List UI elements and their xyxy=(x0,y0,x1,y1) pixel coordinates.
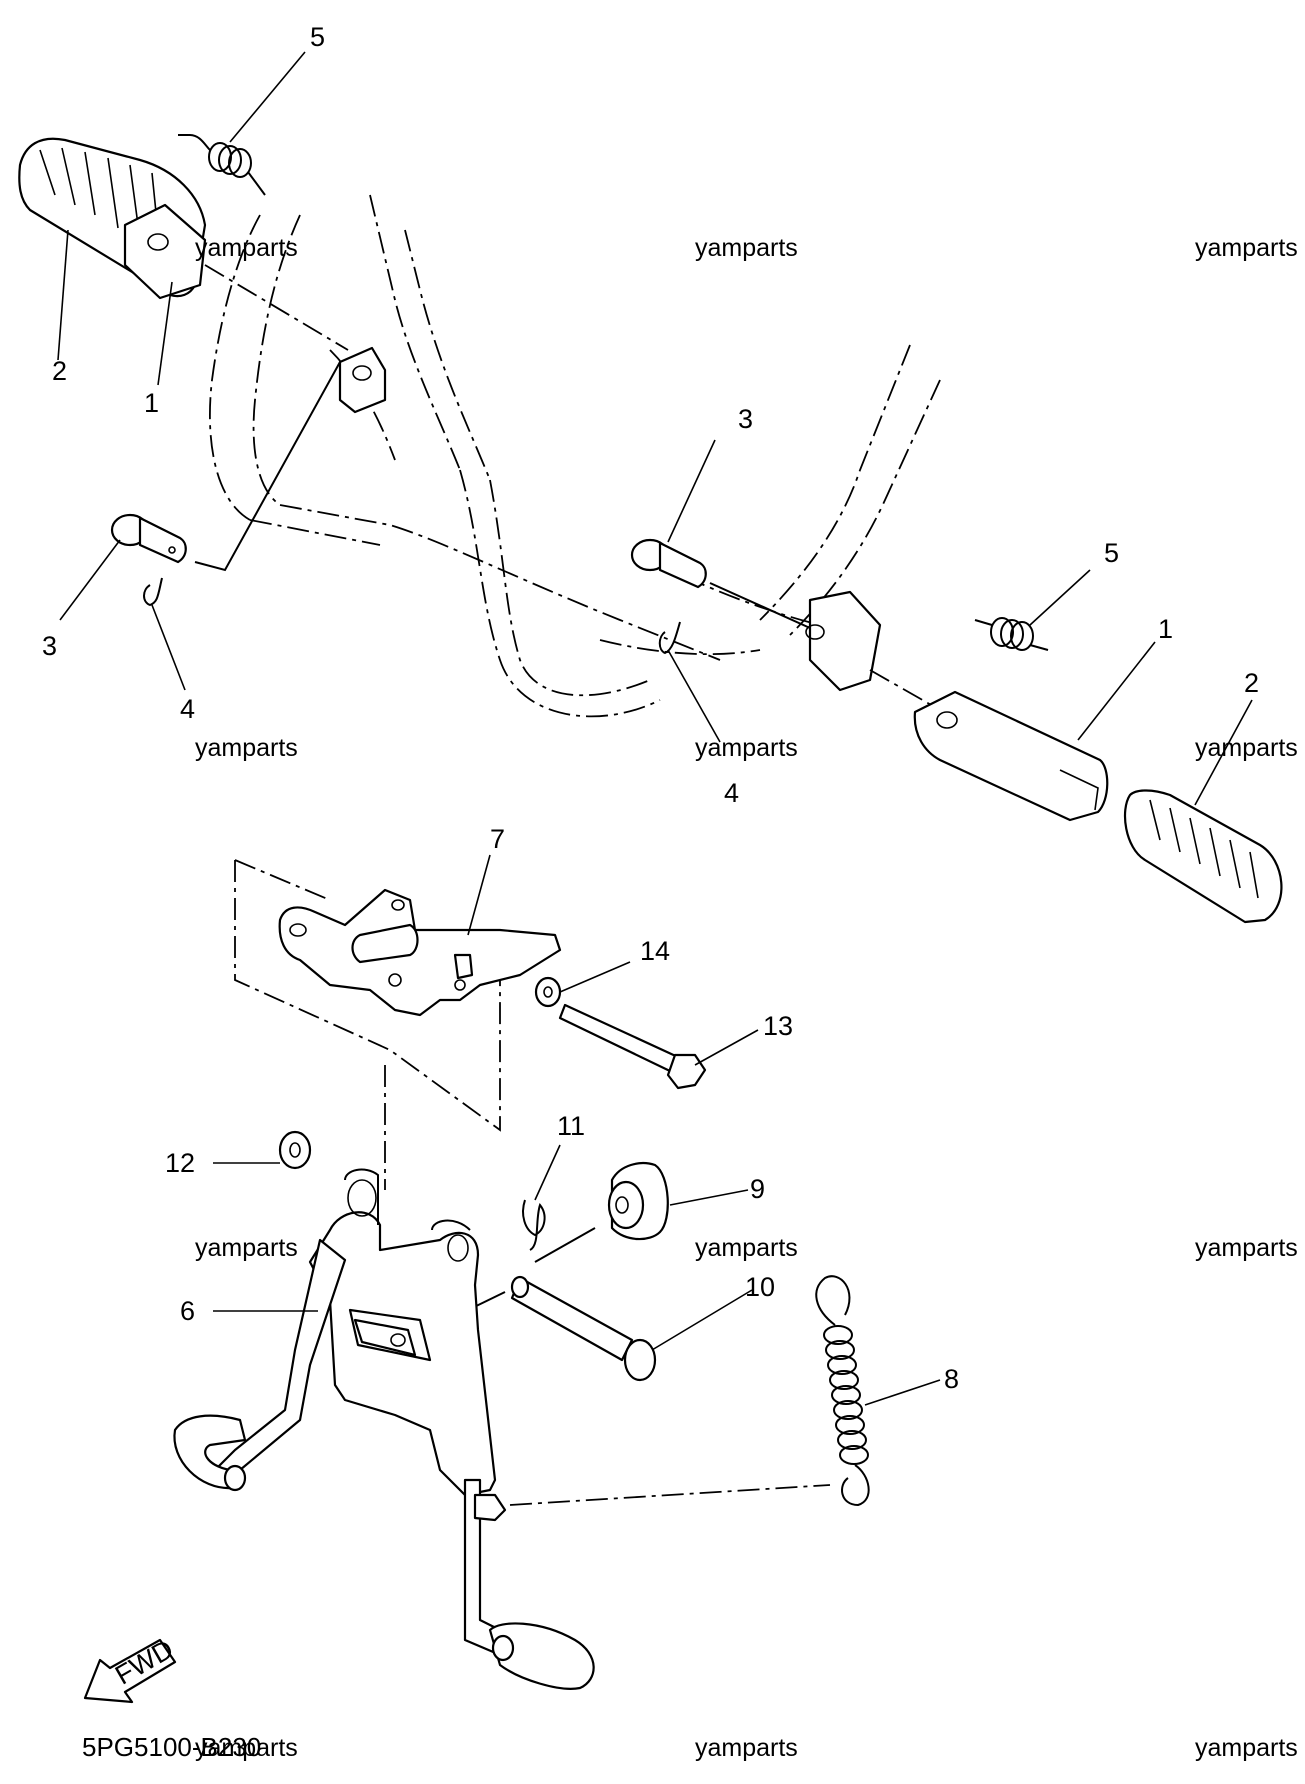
fwd-label: FWD xyxy=(110,1634,178,1691)
fwd-arrow-icon: FWD xyxy=(83,1634,178,1704)
spring-hook-line xyxy=(509,1484,831,1506)
bolt-13 xyxy=(558,1003,707,1090)
right-footrest-rubber xyxy=(1123,789,1283,924)
callout-left-peg: 1 xyxy=(144,388,159,418)
callout-right-spring: 5 xyxy=(1104,538,1119,568)
callout-left-spring: 5 xyxy=(310,22,325,52)
callout-washer-left: 12 xyxy=(165,1148,195,1178)
callout-left-pin: 3 xyxy=(42,631,57,661)
watermark: yamparts xyxy=(1195,1734,1298,1762)
callout-left-rubber: 2 xyxy=(52,356,67,386)
right-return-spring xyxy=(974,617,1049,651)
watermark: yamparts xyxy=(695,1234,798,1262)
damper-9 xyxy=(607,1162,669,1241)
washer-12 xyxy=(278,1130,312,1170)
center-stand xyxy=(173,1168,595,1690)
watermark: yamparts xyxy=(195,234,298,262)
leader-lines xyxy=(57,51,1253,1406)
right-plate-hole xyxy=(805,624,825,640)
callout-stand: 6 xyxy=(180,1296,195,1326)
left-plate-hole xyxy=(352,365,372,381)
right-cotter-pin xyxy=(658,621,681,655)
callout-numbers: 5 2 1 3 4 3 4 5 1 2 7 14 13 12 11 9 10 6… xyxy=(42,22,1259,1394)
left-pin-leader xyxy=(194,361,341,572)
right-frame-plate xyxy=(808,590,882,692)
stand-bracket xyxy=(278,888,562,1017)
callout-right-peg: 1 xyxy=(1158,614,1173,644)
watermark: yamparts xyxy=(195,734,298,762)
left-return-spring xyxy=(178,134,266,196)
right-assembly-line xyxy=(869,669,941,711)
callout-left-cotter: 4 xyxy=(180,694,195,724)
stand-spring-8 xyxy=(815,1275,870,1507)
watermark: yamparts xyxy=(195,1734,298,1762)
right-pivot-pin xyxy=(630,538,707,589)
left-assembly-line xyxy=(204,264,349,351)
shaft-10 xyxy=(510,1275,657,1382)
watermark: yamparts xyxy=(1195,734,1298,762)
right-pin-axis xyxy=(709,582,811,629)
callout-stand-spring: 8 xyxy=(944,1364,959,1394)
watermark: yamparts xyxy=(695,734,798,762)
callout-washer-right: 14 xyxy=(640,936,670,966)
callout-right-pin: 3 xyxy=(738,404,753,434)
watermark: yamparts xyxy=(695,1734,798,1762)
damper-axis xyxy=(534,1227,596,1263)
diagram-code: 5PG5100-B230 xyxy=(82,1732,261,1762)
callout-right-cotter: 4 xyxy=(724,778,739,808)
left-footrest-bracket xyxy=(123,203,207,300)
washer-14 xyxy=(534,976,562,1008)
watermark: yamparts xyxy=(195,1234,298,1262)
watermarks: yamparts yamparts yamparts yamparts yamp… xyxy=(195,234,1298,1762)
watermark: yamparts xyxy=(695,234,798,262)
callout-clip: 11 xyxy=(557,1111,585,1141)
left-pivot-pin xyxy=(110,513,187,564)
callout-shaft: 10 xyxy=(745,1272,775,1302)
watermark: yamparts xyxy=(1195,1234,1298,1262)
callout-bolt: 13 xyxy=(763,1011,793,1041)
clip-11 xyxy=(522,1199,546,1251)
callout-damper: 9 xyxy=(750,1174,765,1204)
left-cotter-pin xyxy=(143,577,163,607)
right-footrest-bracket xyxy=(913,690,1109,822)
callout-right-rubber: 2 xyxy=(1244,668,1259,698)
callout-bracket: 7 xyxy=(490,824,505,854)
watermark: yamparts xyxy=(1195,234,1298,262)
